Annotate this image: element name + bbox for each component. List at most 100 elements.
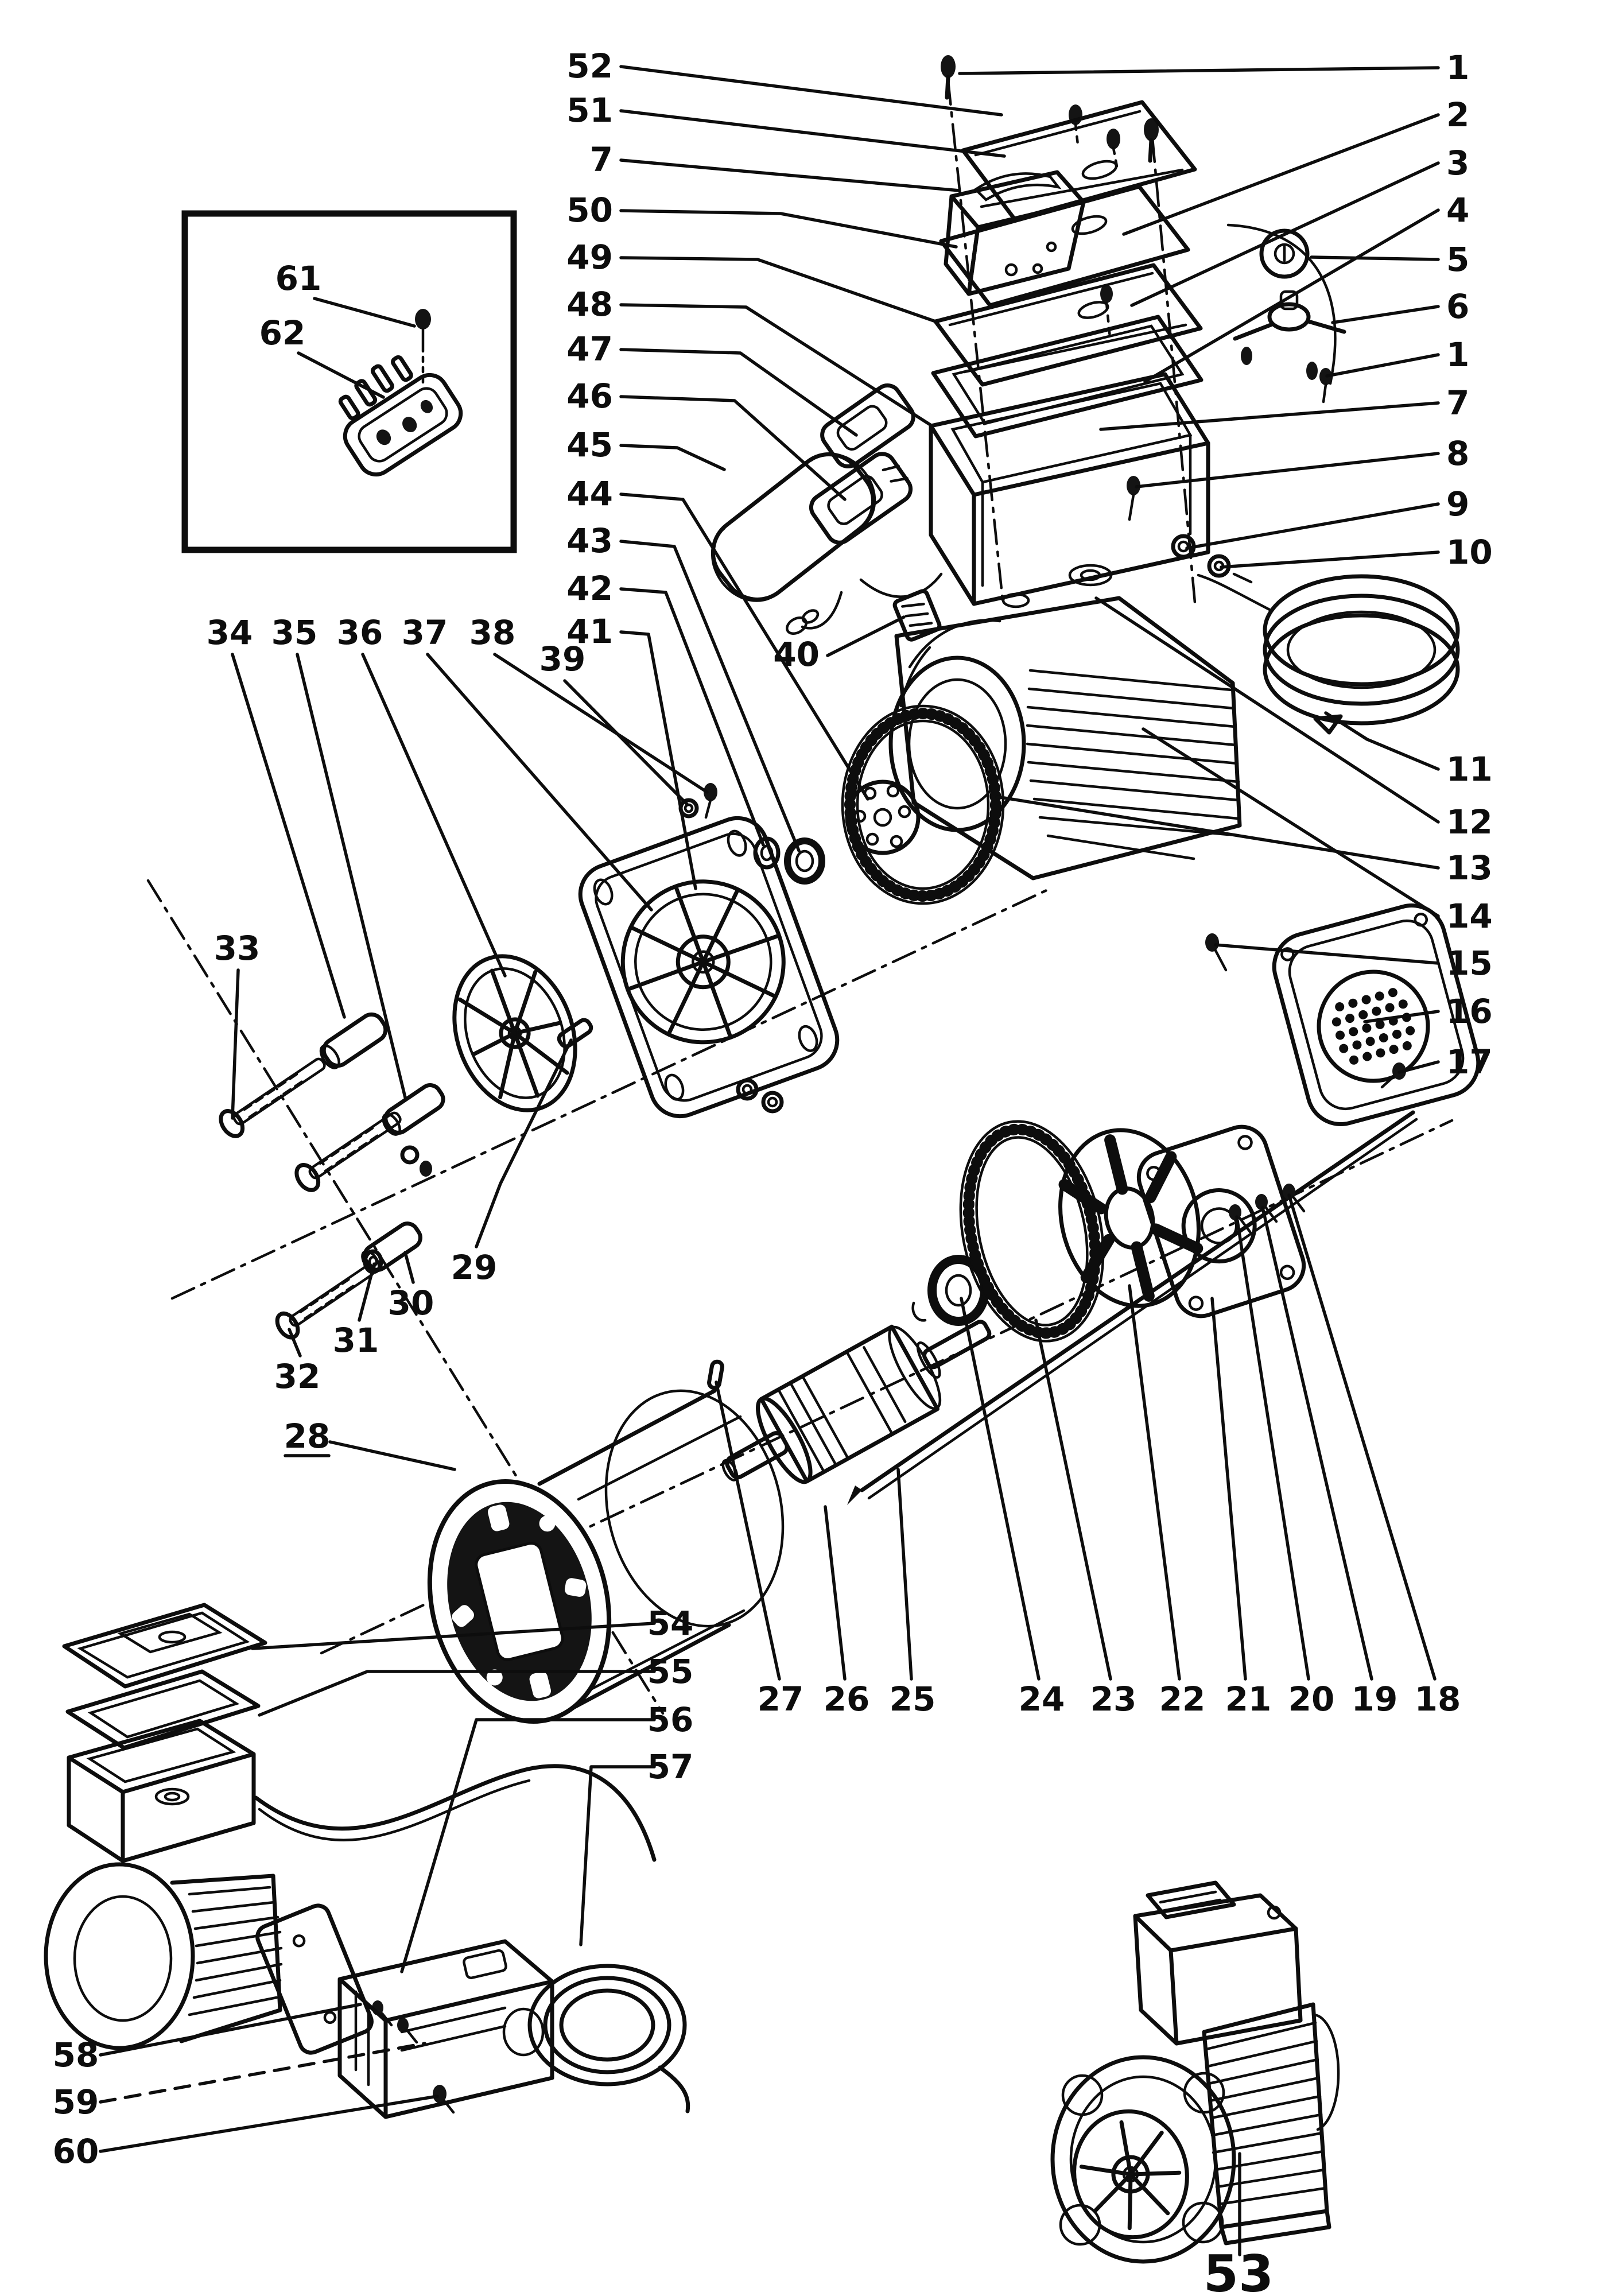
callout-54: 54 bbox=[647, 1604, 694, 1643]
callout-38: 38 bbox=[469, 613, 516, 652]
capacitor-wires bbox=[801, 572, 943, 630]
leader-line-19 bbox=[1261, 1206, 1373, 1681]
stator-28 bbox=[427, 1389, 785, 1724]
inset-detail-box bbox=[181, 210, 517, 553]
leader-line-48 bbox=[619, 303, 934, 428]
callout-10: 10 bbox=[1446, 533, 1493, 572]
detail-arc bbox=[1226, 223, 1337, 385]
callout-32: 32 bbox=[274, 1357, 321, 1396]
leader-line-33 bbox=[231, 968, 240, 1120]
connector-62 bbox=[338, 355, 463, 477]
top-cover-screws-1 bbox=[941, 55, 1159, 163]
plate-spokes bbox=[627, 886, 779, 1038]
leader-line-10 bbox=[1220, 550, 1440, 569]
leader-line-51 bbox=[619, 109, 1006, 158]
cover-47 bbox=[820, 383, 915, 469]
leader-line-58 bbox=[99, 2003, 362, 2057]
leader-line-4 bbox=[1143, 208, 1440, 383]
leader-line-1 bbox=[958, 66, 1440, 75]
leader-line-25 bbox=[896, 1468, 913, 1681]
leader-line-37 bbox=[426, 653, 653, 912]
callout-58: 58 bbox=[53, 2035, 99, 2074]
callout-6: 6 bbox=[1446, 287, 1469, 326]
screw-17 bbox=[1380, 1062, 1406, 1089]
grille-holes bbox=[1331, 988, 1415, 1065]
bolt-33b bbox=[294, 1111, 402, 1192]
callout-12: 12 bbox=[1446, 802, 1493, 841]
bearing-43 bbox=[784, 837, 825, 885]
leader-line-32 bbox=[288, 1328, 302, 1358]
unit-fan bbox=[1072, 2109, 1189, 2240]
sleeve-34 bbox=[319, 1012, 388, 1069]
callout-4: 4 bbox=[1446, 191, 1469, 230]
callout-43: 43 bbox=[566, 521, 613, 560]
callout-48: 48 bbox=[566, 285, 613, 324]
callout-13: 13 bbox=[1446, 848, 1493, 887]
capacitor-45 bbox=[711, 452, 876, 602]
leader-line-39 bbox=[563, 679, 689, 806]
leader-line-36 bbox=[361, 653, 507, 978]
leader-line-13 bbox=[995, 795, 1440, 870]
callout-52: 52 bbox=[566, 46, 613, 86]
leader-line-27 bbox=[715, 1380, 781, 1681]
callout-60: 60 bbox=[53, 2132, 99, 2171]
screw-8 bbox=[1127, 476, 1140, 521]
leader-line-22 bbox=[1128, 1284, 1181, 1681]
leader-line-1 bbox=[1325, 353, 1440, 378]
leader-line-60 bbox=[99, 2095, 439, 2153]
leader-line-18 bbox=[1287, 1193, 1437, 1681]
callout-22: 22 bbox=[1159, 1680, 1206, 1719]
callout-5: 5 bbox=[1446, 240, 1469, 279]
leader-line-29 bbox=[475, 1038, 573, 1248]
fan-wheel-36 bbox=[452, 954, 577, 1112]
callout-37: 37 bbox=[402, 613, 448, 652]
leader-line-23 bbox=[1034, 1318, 1112, 1681]
leader-line-62 bbox=[297, 351, 385, 399]
leader-line-35 bbox=[296, 653, 407, 1099]
plate-nuts bbox=[736, 1078, 784, 1114]
leader-line-3 bbox=[1130, 161, 1440, 307]
callout-34: 34 bbox=[207, 613, 253, 652]
callout-20: 20 bbox=[1288, 1680, 1335, 1719]
leader-line-30 bbox=[403, 1251, 415, 1284]
leader-line-14 bbox=[1142, 727, 1440, 918]
screw-1b bbox=[1319, 368, 1332, 404]
callout-61: 61 bbox=[275, 259, 322, 298]
leader-line-41 bbox=[619, 630, 697, 890]
leader-line-43 bbox=[619, 540, 801, 852]
leader-line-52 bbox=[619, 65, 1003, 117]
callout-44: 44 bbox=[566, 474, 613, 513]
terminal-block-50 bbox=[944, 170, 1086, 296]
end-bracket-21 bbox=[1136, 1124, 1306, 1318]
callout-21: 21 bbox=[1225, 1680, 1272, 1719]
screw-washer-lower bbox=[400, 1145, 432, 1177]
leader-line-21 bbox=[1210, 1297, 1247, 1681]
callout-42: 42 bbox=[566, 569, 613, 608]
leader-line-45 bbox=[619, 444, 726, 471]
bearing-plate-41 bbox=[578, 816, 840, 1119]
callout-62: 62 bbox=[259, 313, 306, 352]
leader-line-26 bbox=[824, 1505, 847, 1681]
callout-11: 11 bbox=[1446, 750, 1493, 789]
leader-line-56 bbox=[400, 1718, 656, 1973]
callout-39: 39 bbox=[539, 639, 586, 678]
callout-47: 47 bbox=[566, 329, 613, 369]
leader-line-61 bbox=[313, 297, 416, 328]
callout-23: 23 bbox=[1090, 1680, 1137, 1719]
leader-line-34 bbox=[231, 653, 346, 1019]
leader-line-50 bbox=[619, 209, 958, 249]
leader-line-6 bbox=[1331, 305, 1440, 324]
leader-line-49 bbox=[619, 256, 937, 323]
pump-motor-body bbox=[44, 1862, 283, 2050]
capacitor-plug bbox=[786, 609, 820, 635]
leader-line-28 bbox=[328, 1440, 456, 1471]
callout-56: 56 bbox=[647, 1700, 694, 1739]
sleeve-35 bbox=[382, 1083, 445, 1136]
callout-51: 51 bbox=[566, 91, 613, 130]
screw-61 bbox=[415, 309, 431, 385]
leader-line-42 bbox=[619, 587, 765, 847]
callout-24: 24 bbox=[1019, 1680, 1065, 1719]
gasket-49 bbox=[931, 315, 1204, 439]
leader-line-38 bbox=[493, 653, 709, 794]
callout-33: 33 bbox=[214, 929, 261, 968]
